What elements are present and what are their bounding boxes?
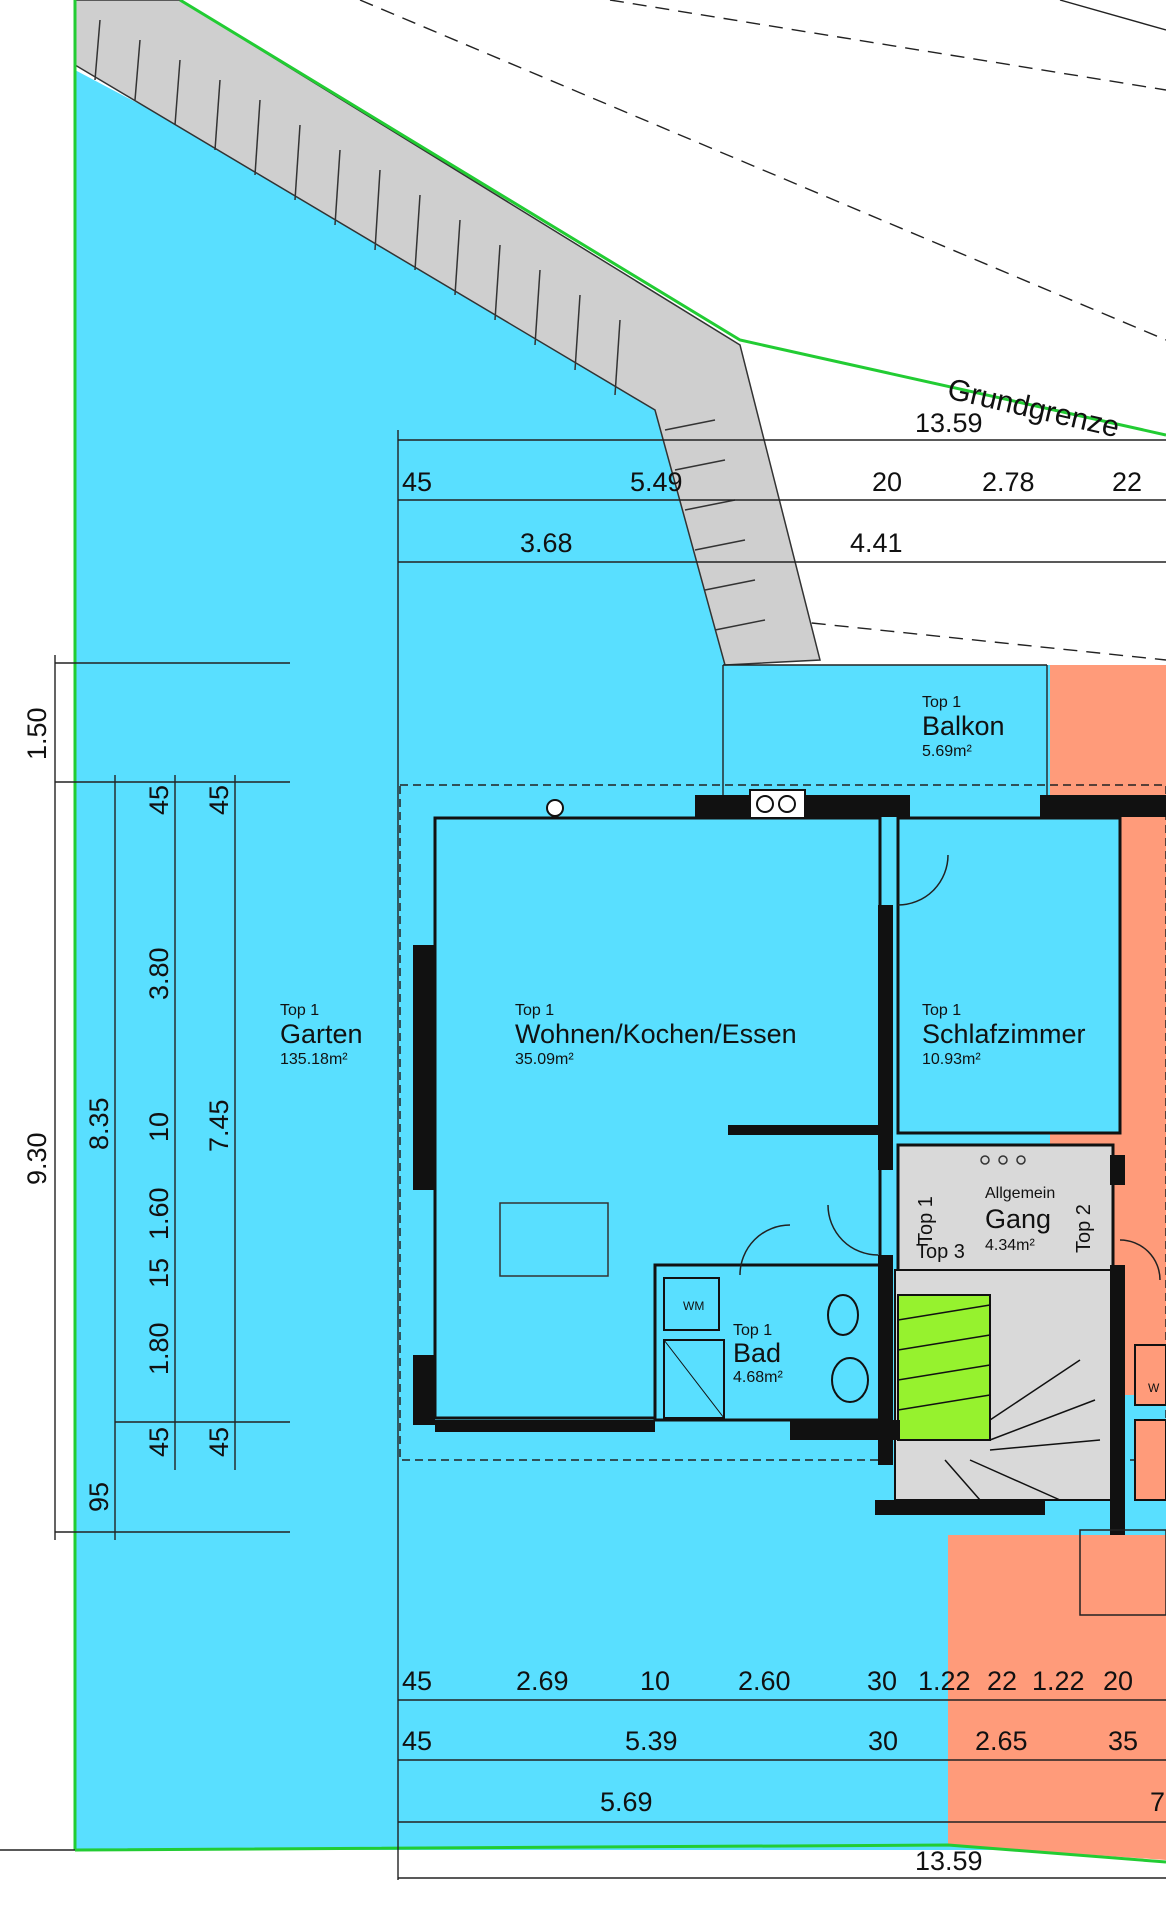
walls bbox=[413, 795, 1166, 1535]
dim-left-i: 7.45 bbox=[204, 1099, 234, 1152]
dim-bot-l: 30 bbox=[868, 1726, 898, 1756]
svg-text:5.69m²: 5.69m² bbox=[922, 743, 972, 760]
dim-top-c: 20 bbox=[872, 467, 902, 497]
dim-bot-m: 2.65 bbox=[975, 1726, 1028, 1756]
svg-text:W: W bbox=[1148, 1381, 1160, 1395]
room-wohnen: Top 1 Wohnen/Kochen/Essen 35.09m² bbox=[515, 1002, 797, 1068]
door-swings bbox=[739, 854, 1161, 1281]
svg-text:Top 1: Top 1 bbox=[733, 1322, 772, 1339]
dim-top-g: 4.41 bbox=[850, 528, 903, 558]
dim-left-e: 15 bbox=[144, 1258, 174, 1288]
svg-text:WM: WM bbox=[683, 1299, 704, 1313]
svg-text:Schlafzimmer: Schlafzimmer bbox=[922, 1019, 1086, 1049]
dim-bot-a: 45 bbox=[402, 1666, 432, 1696]
dim-left-c: 10 bbox=[144, 1112, 174, 1142]
svg-text:Top 1: Top 1 bbox=[515, 1002, 554, 1019]
dim-top-a: 45 bbox=[402, 467, 432, 497]
dim-bot-f: 1.22 bbox=[918, 1666, 971, 1696]
svg-text:Garten: Garten bbox=[280, 1019, 363, 1049]
svg-text:Top 1: Top 1 bbox=[280, 1002, 319, 1019]
stair-treads bbox=[897, 1304, 1101, 1501]
svg-text:Allgemein: Allgemein bbox=[985, 1185, 1055, 1202]
svg-text:10.93m²: 10.93m² bbox=[922, 1051, 981, 1068]
toilet-icon bbox=[827, 1294, 859, 1336]
washing-machine bbox=[663, 1277, 720, 1331]
dim-left-930: 9.30 bbox=[22, 1132, 52, 1185]
dim-bot-k: 5.39 bbox=[625, 1726, 678, 1756]
dim-bot-n: 35 bbox=[1108, 1726, 1138, 1756]
sink-icon bbox=[831, 1357, 869, 1403]
room-schlafzimmer: Top 1 Schlafzimmer 10.93m² bbox=[922, 1002, 1086, 1068]
dim-bot-p: 7 bbox=[1150, 1787, 1165, 1817]
dim-bot-e: 30 bbox=[867, 1666, 897, 1696]
dim-bot-g: 22 bbox=[987, 1666, 1017, 1696]
pillar-icon bbox=[546, 799, 564, 817]
building-outline bbox=[399, 784, 1166, 1461]
room-bad: Top 1 Bad 4.68m² bbox=[733, 1322, 783, 1386]
svg-text:4.34m²: 4.34m² bbox=[985, 1237, 1035, 1254]
svg-text:Top 1: Top 1 bbox=[922, 1002, 961, 1019]
dim-top-d: 2.78 bbox=[982, 467, 1035, 497]
door-label-top3: Top 3 bbox=[916, 1241, 965, 1263]
dim-top-total: 13.59 bbox=[915, 408, 983, 438]
dim-bot-h: 1.22 bbox=[1032, 1666, 1085, 1696]
svg-text:35.09m²: 35.09m² bbox=[515, 1051, 574, 1068]
dim-top-e: 22 bbox=[1112, 467, 1142, 497]
dim-bot-i: 20 bbox=[1103, 1666, 1133, 1696]
dim-left-h: 45 bbox=[204, 785, 234, 815]
room-gang: Allgemein Gang 4.34m² bbox=[985, 1185, 1055, 1254]
room-balkon: Top 1 Balkon 5.69m² bbox=[922, 694, 1005, 760]
dim-bot-o: 5.69 bbox=[600, 1787, 653, 1817]
room-garten: Top 1 Garten 135.18m² bbox=[280, 1002, 363, 1068]
dim-left-150: 1.50 bbox=[22, 707, 52, 760]
bedroom-floor bbox=[896, 816, 1122, 1135]
dim-top-f: 3.68 bbox=[520, 528, 573, 558]
dim-bot-c: 10 bbox=[640, 1666, 670, 1696]
dim-bot-total: 13.59 bbox=[915, 1846, 983, 1876]
door-label-top2: Top 2 bbox=[1073, 1204, 1095, 1253]
svg-text:Bad: Bad bbox=[733, 1338, 781, 1368]
neighbour-area-bottom bbox=[948, 1535, 1166, 1860]
svg-text:Wohnen/Kochen/Essen: Wohnen/Kochen/Essen bbox=[515, 1019, 797, 1049]
svg-text:4.68m²: 4.68m² bbox=[733, 1369, 783, 1386]
dim-left-d: 1.60 bbox=[144, 1187, 174, 1240]
dim-left-b: 3.80 bbox=[144, 947, 174, 1000]
dim-bot-d: 2.60 bbox=[738, 1666, 791, 1696]
dining-table bbox=[499, 1202, 609, 1277]
dim-top-b: 5.49 bbox=[630, 467, 683, 497]
svg-text:Top 1: Top 1 bbox=[922, 694, 961, 711]
svg-text:Balkon: Balkon bbox=[922, 711, 1005, 741]
dim-left-95: 95 bbox=[84, 1482, 114, 1512]
dim-left-f: 1.80 bbox=[144, 1322, 174, 1375]
svg-text:135.18m²: 135.18m² bbox=[280, 1051, 348, 1068]
dim-left-j: 45 bbox=[204, 1427, 234, 1457]
corridor-dots bbox=[980, 1155, 1026, 1165]
dim-left-g: 45 bbox=[144, 1427, 174, 1457]
dim-bot-j: 45 bbox=[402, 1726, 432, 1756]
dimension-lines bbox=[54, 430, 1166, 1880]
slope-hatching bbox=[94, 19, 766, 631]
dim-left-835: 8.35 bbox=[84, 1097, 114, 1150]
door-label-top1: Top 1 bbox=[915, 1196, 937, 1245]
svg-text:Gang: Gang bbox=[985, 1204, 1051, 1234]
kitchen-stove bbox=[749, 789, 806, 819]
dim-left-a: 45 bbox=[144, 785, 174, 815]
dim-bot-b: 2.69 bbox=[516, 1666, 569, 1696]
